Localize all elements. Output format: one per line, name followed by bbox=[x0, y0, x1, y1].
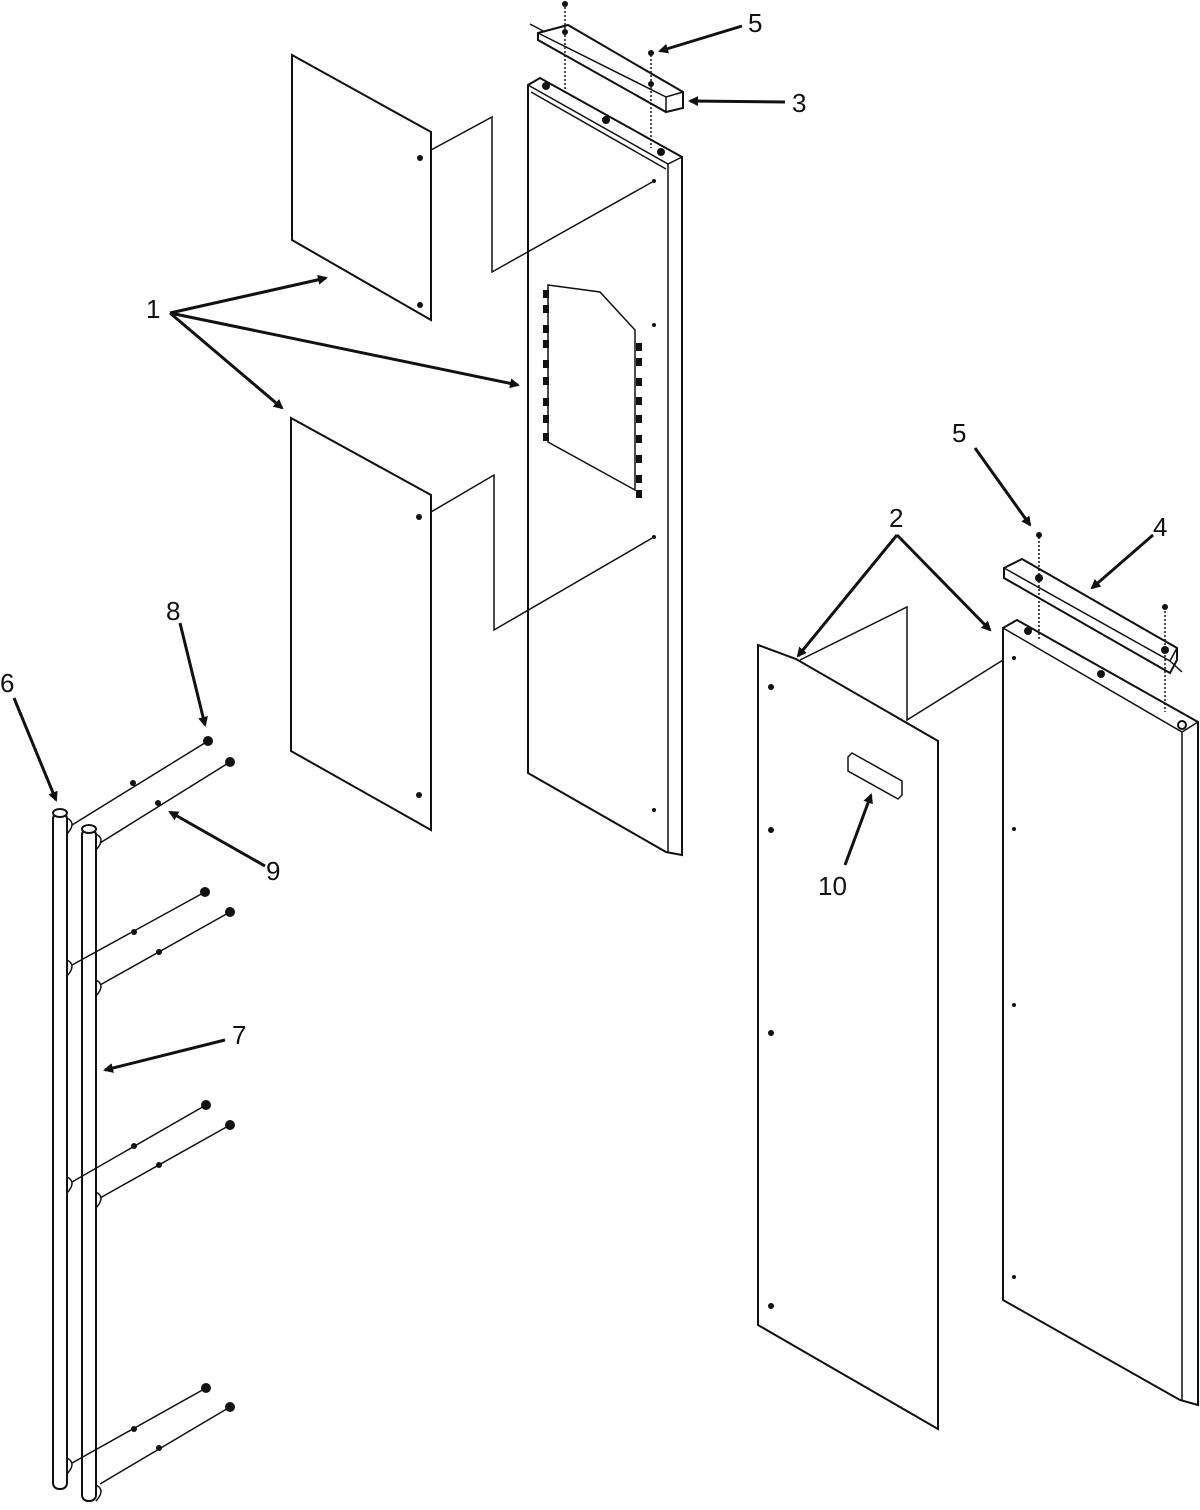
leader-lines bbox=[12, 24, 1154, 1073]
top-trim-cap bbox=[529, 1, 684, 148]
right-front-door-panel bbox=[757, 605, 1004, 1431]
right-handle bbox=[81, 824, 102, 1502]
callout-10: 10 bbox=[818, 871, 847, 901]
dispenser-window-clips bbox=[543, 290, 642, 498]
left-door-body bbox=[527, 76, 683, 857]
callout-8: 8 bbox=[166, 596, 181, 626]
callout-9: 9 bbox=[266, 856, 281, 886]
handle-fasteners bbox=[71, 736, 235, 1485]
callout-6: 6 bbox=[0, 668, 15, 698]
callout-3: 3 bbox=[792, 88, 807, 118]
callout-4: 4 bbox=[1153, 512, 1168, 542]
callout-7: 7 bbox=[232, 1020, 247, 1050]
upper-insert-panel bbox=[291, 53, 655, 322]
callout-5-right: 5 bbox=[952, 418, 967, 448]
callout-1: 1 bbox=[146, 294, 161, 324]
callout-5-top: 5 bbox=[748, 8, 763, 38]
top-trim-channel bbox=[1003, 532, 1183, 712]
callout-2: 2 bbox=[889, 503, 904, 533]
lower-insert-panel bbox=[290, 416, 655, 832]
left-handle bbox=[52, 808, 73, 1490]
right-rear-door-body bbox=[1002, 618, 1199, 1407]
